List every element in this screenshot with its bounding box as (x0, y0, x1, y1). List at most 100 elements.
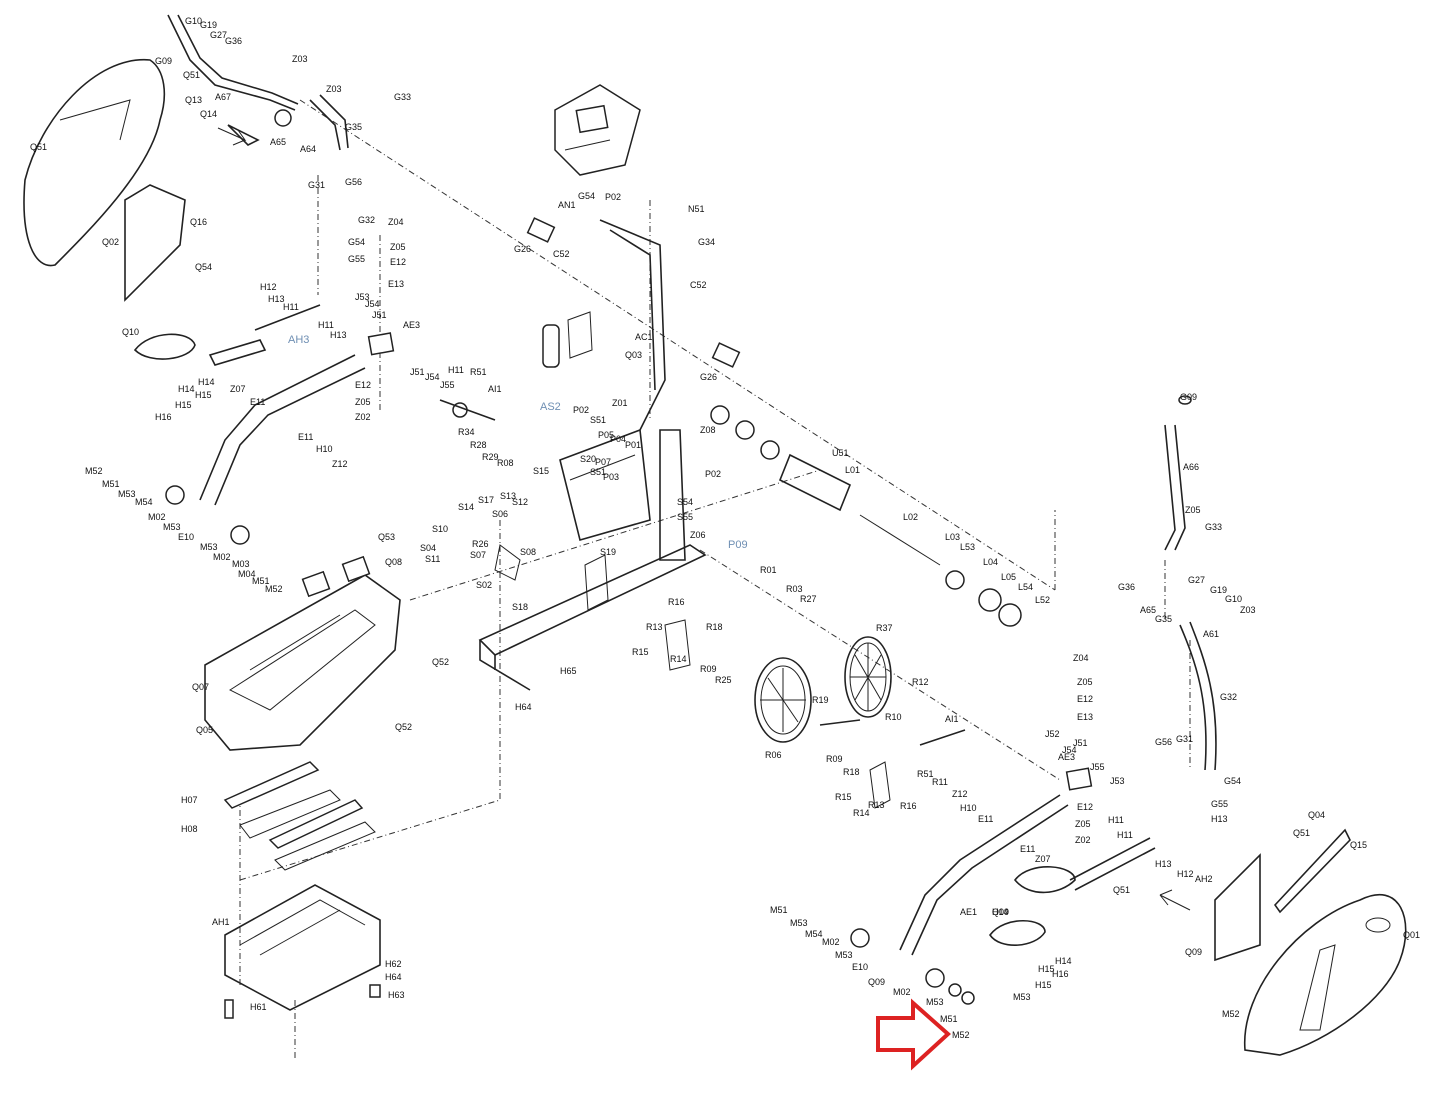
part-label: Q52 (395, 722, 412, 732)
part-label: G54 (1224, 776, 1241, 786)
part-label: AS2 (540, 401, 561, 413)
part-label: G34 (698, 237, 715, 247)
part-label: S06 (492, 509, 508, 519)
part-label: G35 (345, 122, 362, 132)
part-label: E11 (1020, 844, 1035, 854)
part-label: H16 (155, 412, 172, 422)
part-label: R01 (760, 565, 777, 575)
part-label: R34 (458, 427, 475, 437)
part-label: H12 (260, 282, 277, 292)
part-label: A64 (300, 144, 316, 154)
part-label: M53 (1013, 992, 1031, 1002)
part-label: J54 (365, 299, 380, 309)
part-label: E12 (390, 257, 406, 267)
part-label: E13 (1077, 712, 1093, 722)
part-label: R10 (885, 712, 902, 722)
part-label: S13 (500, 491, 516, 501)
part-label: H15 (195, 390, 212, 400)
part-label: P02 (573, 405, 589, 415)
part-label: R06 (765, 750, 782, 760)
part-label: L02 (903, 512, 918, 522)
part-label: H07 (181, 795, 198, 805)
part-label: H13 (1155, 859, 1172, 869)
part-label: S19 (600, 547, 616, 557)
part-label: E11 (298, 432, 313, 442)
part-label: Q09 (992, 907, 1009, 917)
part-label: Q05 (196, 725, 213, 735)
part-label: S54 (677, 497, 693, 507)
part-label: AE3 (1058, 752, 1075, 762)
part-label: P03 (603, 472, 619, 482)
part-label: H10 (316, 444, 333, 454)
part-label: Q09 (868, 977, 885, 987)
part-label: AH1 (212, 917, 230, 927)
part-label: L52 (1035, 595, 1050, 605)
part-label: Q14 (200, 109, 217, 119)
part-label: S04 (420, 543, 436, 553)
part-label: R29 (482, 452, 499, 462)
part-label: Q09 (1185, 947, 1202, 957)
part-label: J53 (1110, 776, 1125, 786)
part-label: Z06 (690, 530, 706, 540)
part-label: R37 (876, 623, 893, 633)
part-label: E11 (250, 397, 265, 407)
part-label: M51 (252, 576, 270, 586)
part-label: H11 (318, 320, 334, 330)
part-label: S07 (470, 550, 486, 560)
part-label: H11 (1117, 830, 1133, 840)
part-label: A66 (1183, 462, 1199, 472)
part-label: G32 (1220, 692, 1237, 702)
part-label: G56 (345, 177, 362, 187)
part-label: Q01 (1403, 930, 1420, 940)
part-label: R14 (670, 654, 687, 664)
part-label: Z02 (355, 412, 371, 422)
part-label: Q04 (1308, 810, 1325, 820)
highlight-arrow-icon (876, 998, 951, 1071)
part-label: E12 (1077, 694, 1093, 704)
part-label: S51 (590, 467, 606, 477)
part-label: N51 (688, 204, 705, 214)
part-label: Q08 (385, 557, 402, 567)
part-label: A65 (1140, 605, 1156, 615)
part-label: S18 (512, 602, 528, 612)
part-label: R26 (472, 539, 489, 549)
part-label: R03 (786, 584, 803, 594)
part-label: G26 (514, 244, 531, 254)
part-label: J54 (425, 372, 440, 382)
part-label: M52 (1222, 1009, 1240, 1019)
part-label: P09 (728, 539, 748, 551)
part-label: G27 (210, 30, 227, 40)
part-label: C52 (553, 249, 570, 259)
part-label: E13 (388, 279, 404, 289)
part-label: H62 (385, 959, 402, 969)
center-mast (559, 219, 686, 561)
left-pedal-arm (133, 304, 395, 506)
part-label: Z02 (1075, 835, 1091, 845)
part-label: J51 (372, 310, 387, 320)
part-label: A67 (215, 92, 231, 102)
part-label: R13 (646, 622, 663, 632)
part-label: AI1 (488, 384, 502, 394)
part-label: Q51 (183, 70, 200, 80)
part-label: G26 (700, 372, 717, 382)
part-label: H65 (560, 666, 577, 676)
part-label: H08 (181, 824, 198, 834)
part-label: M51 (940, 1014, 958, 1024)
part-label: M53 (835, 950, 853, 960)
part-label: E12 (355, 380, 371, 390)
part-label: H12 (1177, 869, 1194, 879)
right-handlebar (1164, 395, 1217, 771)
part-label: G31 (308, 180, 325, 190)
part-label: P01 (625, 440, 641, 450)
part-label: R51 (470, 367, 487, 377)
part-label: G35 (1155, 614, 1172, 624)
part-label: M53 (926, 997, 944, 1007)
part-label: E11 (978, 814, 993, 824)
part-label: P04 (610, 434, 626, 444)
left-rails (223, 761, 376, 871)
part-label: R09 (826, 754, 843, 764)
part-label: H11 (1108, 815, 1124, 825)
part-label: AE1 (960, 907, 977, 917)
part-label: AN1 (558, 200, 576, 210)
part-label: E10 (852, 962, 868, 972)
